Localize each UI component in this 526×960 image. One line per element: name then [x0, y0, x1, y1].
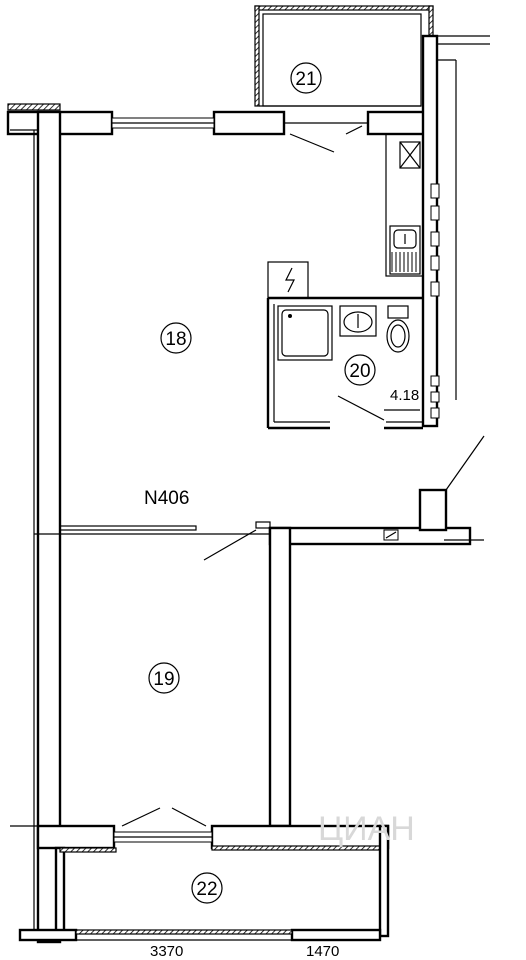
room-number-20: 20: [349, 361, 370, 382]
washbasin-icon: [339, 305, 377, 337]
dimension-left: 3370: [150, 943, 183, 960]
room-label-20: 20: [344, 354, 376, 386]
right-wall: [421, 34, 490, 428]
bathroom-area: 4.18: [390, 387, 419, 404]
apartment-number: N406: [144, 488, 189, 509]
bottom-wall: [36, 807, 390, 938]
dimension-right: 1470: [306, 943, 339, 960]
bathtub-icon: [277, 305, 333, 361]
balcony-22: [18, 846, 382, 942]
toilet-icon: [386, 305, 410, 353]
balcony-21: [254, 5, 434, 107]
room-number-22: 22: [196, 879, 217, 900]
sink-icon: [389, 225, 421, 275]
room-number-19: 19: [153, 669, 174, 690]
room-label-22: 22: [191, 872, 223, 904]
kitchen: [385, 133, 424, 277]
top-wall: [6, 103, 428, 153]
room-label-18: 18: [160, 322, 192, 354]
room-number-21: 21: [295, 69, 316, 90]
room-label-19: 19: [148, 662, 180, 694]
stove-icon: [399, 141, 421, 169]
room-number-18: 18: [165, 329, 186, 350]
bathroom-20: [266, 261, 423, 430]
partition-walls: [59, 435, 485, 828]
watermark: ЦИАН: [318, 810, 415, 848]
room-label-21: 21: [290, 62, 322, 94]
lightning-icon: [285, 267, 295, 293]
left-wall: [10, 110, 62, 944]
